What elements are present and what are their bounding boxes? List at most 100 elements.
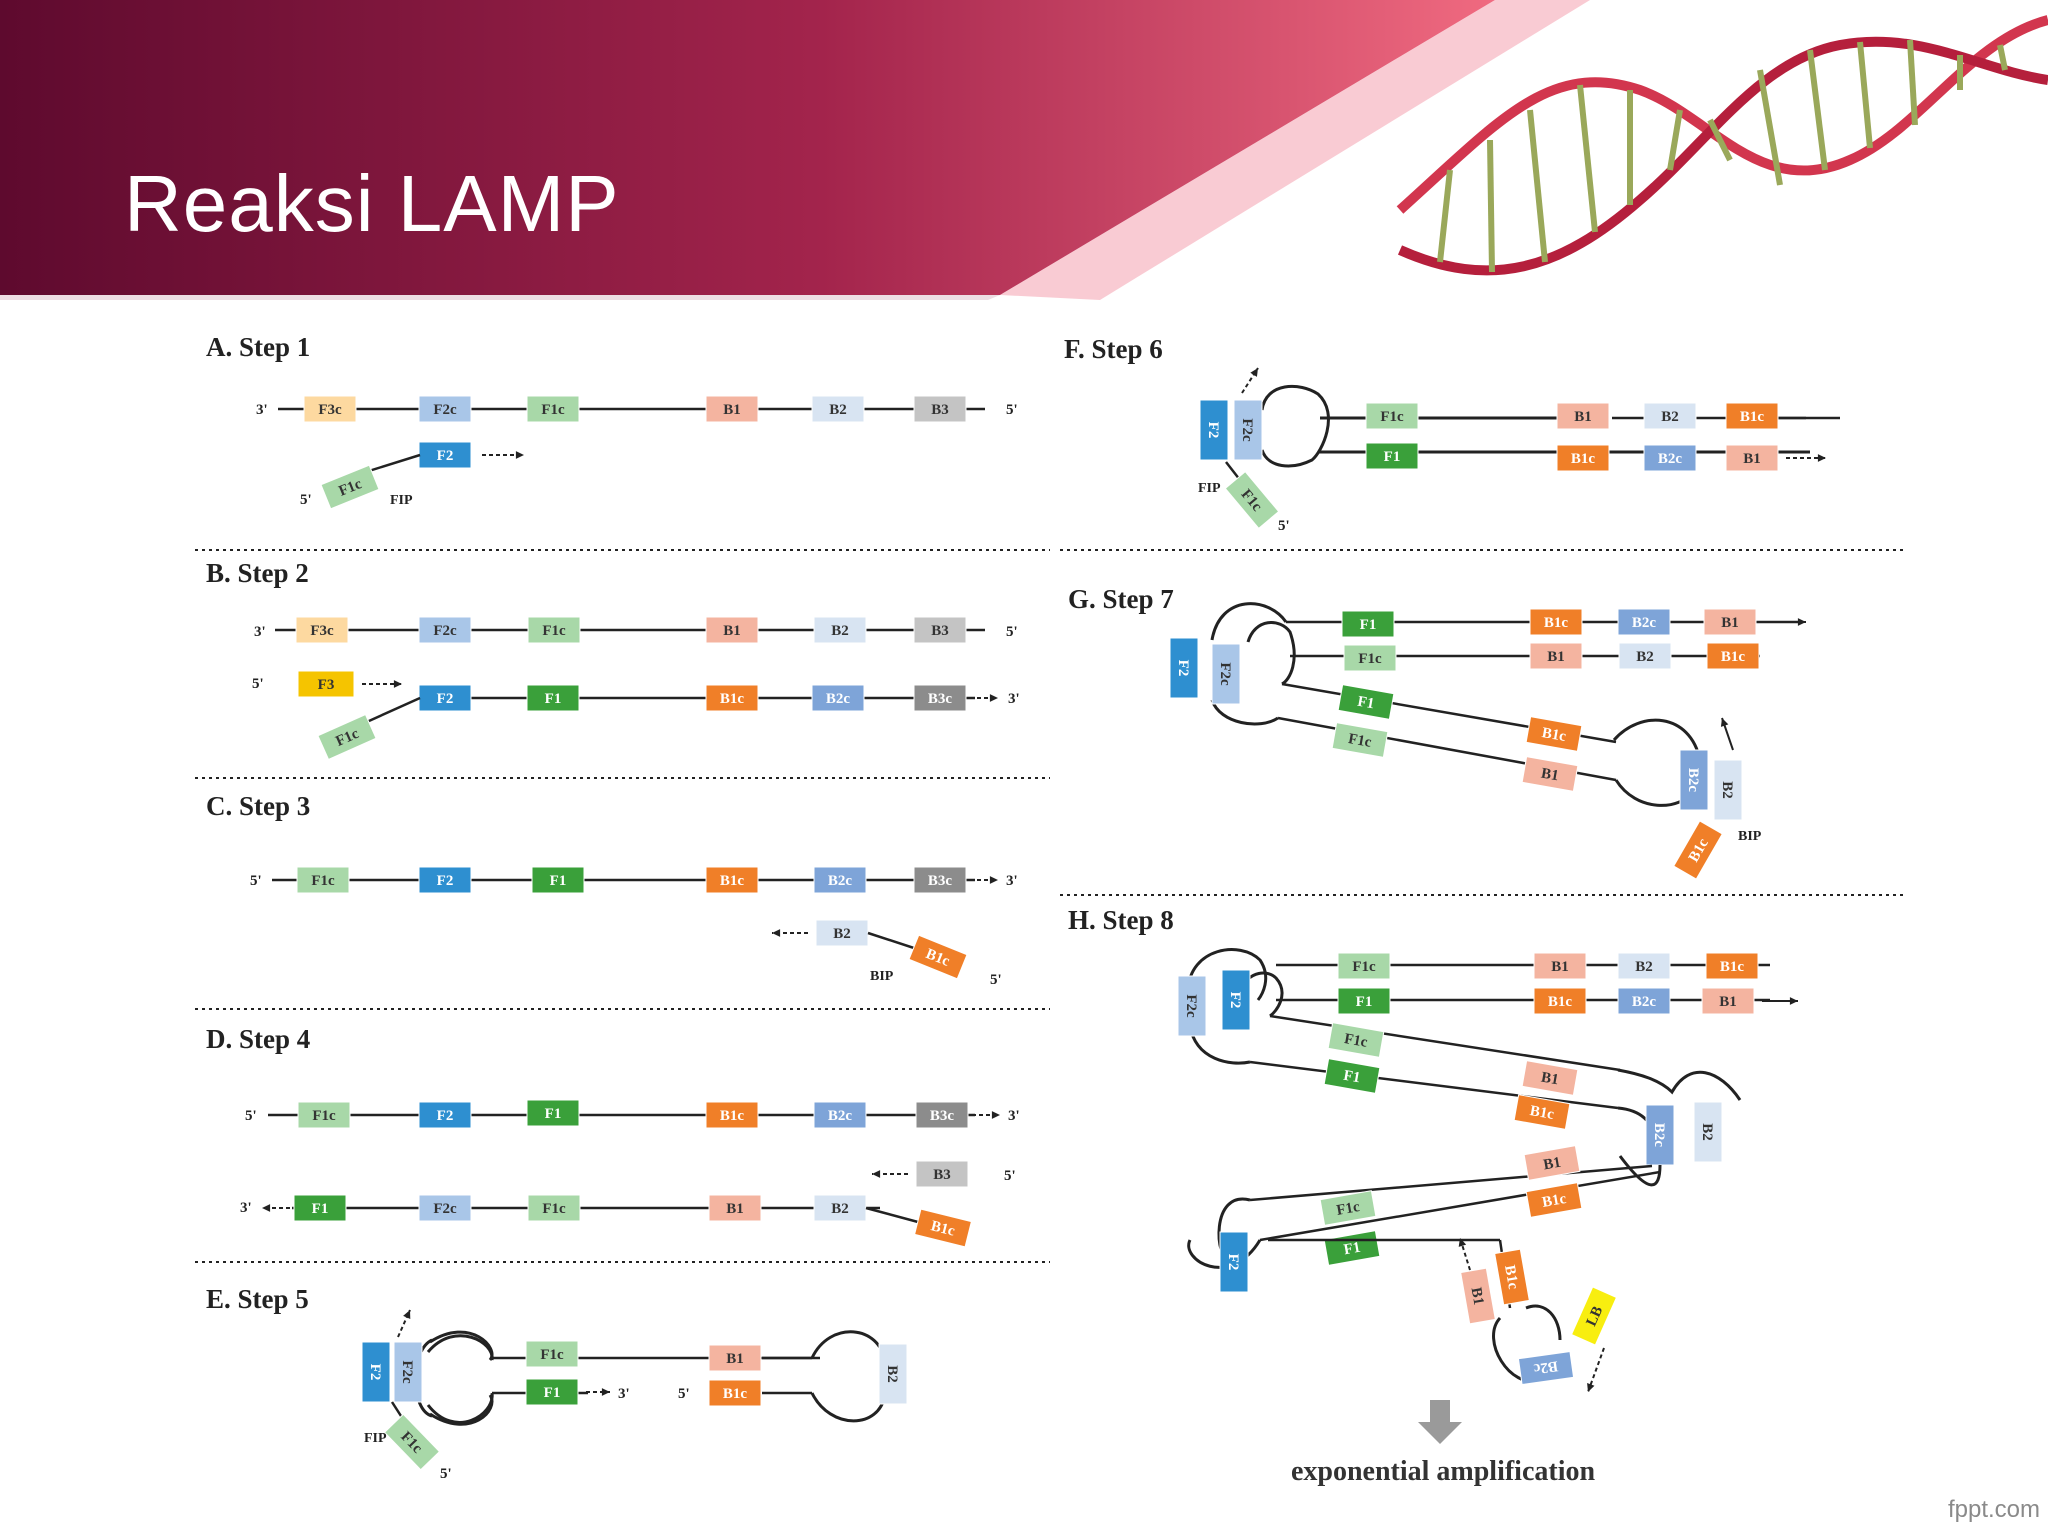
down-arrow-icon — [1418, 1400, 1462, 1444]
arrow-head-icon — [1817, 454, 1826, 462]
segment-f1c: F1c — [1331, 722, 1389, 758]
arrow-head-icon — [1250, 368, 1258, 377]
segment-label: F3 — [318, 677, 335, 693]
segment-b2c: B2c — [1617, 608, 1671, 636]
strand-end-label: FIP — [1198, 481, 1221, 496]
segment-label: B1c — [1721, 649, 1746, 665]
segment-b1c: B1c — [1705, 952, 1759, 980]
segment-b1c: B1c — [705, 866, 759, 894]
segment-label: F2 — [1225, 1254, 1241, 1271]
step-title-e: E. Step 5 — [206, 1284, 309, 1314]
segment-label: B1c — [1571, 451, 1596, 467]
segment-f1: F1 — [1323, 1058, 1381, 1094]
segment-label: B1c — [720, 873, 745, 889]
segment-label: F3c — [310, 623, 334, 639]
segment-f2c: F2c — [418, 395, 472, 423]
segment-label: B1c — [720, 691, 745, 707]
segment-f1c: F1c — [296, 866, 350, 894]
segment-label: F1 — [1343, 1240, 1362, 1259]
arrow-head-icon — [403, 1310, 411, 1319]
segment-b3: B3 — [913, 395, 967, 423]
segment-label: F2 — [437, 448, 454, 464]
segment-label: F1 — [1356, 694, 1375, 713]
segment-f2c: F2c — [418, 616, 472, 644]
arrow-head-icon — [989, 694, 998, 702]
step-title-h: H. Step 8 — [1068, 905, 1174, 935]
segment-b1: B1 — [1460, 1267, 1496, 1325]
segment-label: B1 — [1743, 451, 1761, 467]
segment-label: B1 — [726, 1351, 744, 1367]
segment-label: F2 — [1175, 660, 1191, 677]
segment-f1: F1 — [1323, 1230, 1381, 1266]
segment-label: F1c — [540, 1347, 564, 1363]
segment-label: B1 — [1547, 649, 1565, 665]
segment-b2: B2 — [813, 1194, 867, 1222]
segment-b1c: B1c — [705, 1101, 759, 1129]
segment-label: F1 — [545, 1106, 562, 1122]
segment-b1c: B1c — [914, 1208, 972, 1248]
segment-b1: B1 — [1529, 642, 1583, 670]
segment-f1c: F1c — [383, 1413, 441, 1471]
segment-label: B1 — [1721, 615, 1739, 631]
segment-b2c: B2c — [1617, 987, 1671, 1015]
segment-label: F3c — [318, 402, 342, 418]
segment-b2c: B2c — [813, 866, 867, 894]
step-title-c: C. Step 3 — [206, 791, 310, 821]
segment-label: B1 — [1540, 766, 1560, 785]
segment-f2: F2 — [418, 684, 472, 712]
arrow-head-icon — [601, 1388, 610, 1396]
segment-label: F2c — [433, 402, 457, 418]
strand-end-label: 3' — [240, 1200, 252, 1216]
segment-f2: F2 — [1221, 969, 1251, 1031]
segment-label: B2 — [1719, 781, 1735, 799]
segment-f2: F2 — [361, 1341, 391, 1403]
segment-label: B1 — [1719, 994, 1737, 1010]
segment-label: B3c — [928, 873, 953, 889]
loop — [1260, 384, 1330, 468]
step-title-b: B. Step 2 — [206, 558, 309, 588]
strand-end-label: 5' — [990, 972, 1002, 988]
segment-f1c: F1c — [1319, 1190, 1377, 1226]
segment-b1: B1 — [705, 616, 759, 644]
strand-end-label: 3' — [254, 624, 266, 640]
step-title-a: A. Step 1 — [206, 332, 310, 362]
segment-label: F1c — [312, 1108, 336, 1124]
segment-b2c: B2c — [811, 684, 865, 712]
segment-label: F2 — [367, 1364, 383, 1381]
segment-b1: B1 — [708, 1194, 762, 1222]
watermark: fppt.com — [1947, 1496, 2040, 1523]
segment-label: B1 — [723, 402, 741, 418]
segment-label: B1c — [1544, 615, 1569, 631]
segment-b1c: B1c — [1673, 820, 1723, 880]
segment-label: B2 — [1699, 1123, 1715, 1141]
segment-label: F1c — [1343, 1031, 1369, 1051]
segment-f1: F1 — [1337, 987, 1391, 1015]
arrow-head-icon — [1720, 718, 1729, 727]
segment-b2c: B2c — [1679, 749, 1709, 811]
segment-f1c: F1c — [297, 1101, 351, 1129]
dna-helix-image — [1396, 15, 2048, 276]
segment-label: B2 — [1661, 409, 1679, 425]
segment-label: F2 — [1227, 992, 1243, 1009]
segment-b1: B1 — [1523, 1145, 1581, 1181]
segment-label: F2 — [437, 691, 454, 707]
segment-label: B2 — [884, 1365, 900, 1383]
segment-label: B2c — [1632, 615, 1657, 631]
slide-title: Reaksi LAMP — [124, 159, 620, 248]
segment-label: B3 — [931, 402, 949, 418]
arrow-head-icon — [262, 1204, 271, 1212]
strand-end-label: 3' — [1008, 1108, 1020, 1124]
segment-label: F2 — [437, 873, 454, 889]
title-banner — [0, 0, 1590, 300]
segment-b3c: B3c — [913, 866, 967, 894]
segment-label: F1 — [312, 1201, 329, 1217]
dna-strand — [865, 1206, 919, 1224]
segment-b1c: B1c — [1706, 642, 1760, 670]
arrow-head-icon — [872, 1170, 881, 1178]
segment-f2: F2 — [418, 866, 472, 894]
strand-end-label: 5' — [1006, 624, 1018, 640]
segment-label: F1c — [1380, 409, 1404, 425]
segment-b1c: B1c — [708, 1379, 762, 1407]
arrow-head-icon — [772, 929, 781, 937]
